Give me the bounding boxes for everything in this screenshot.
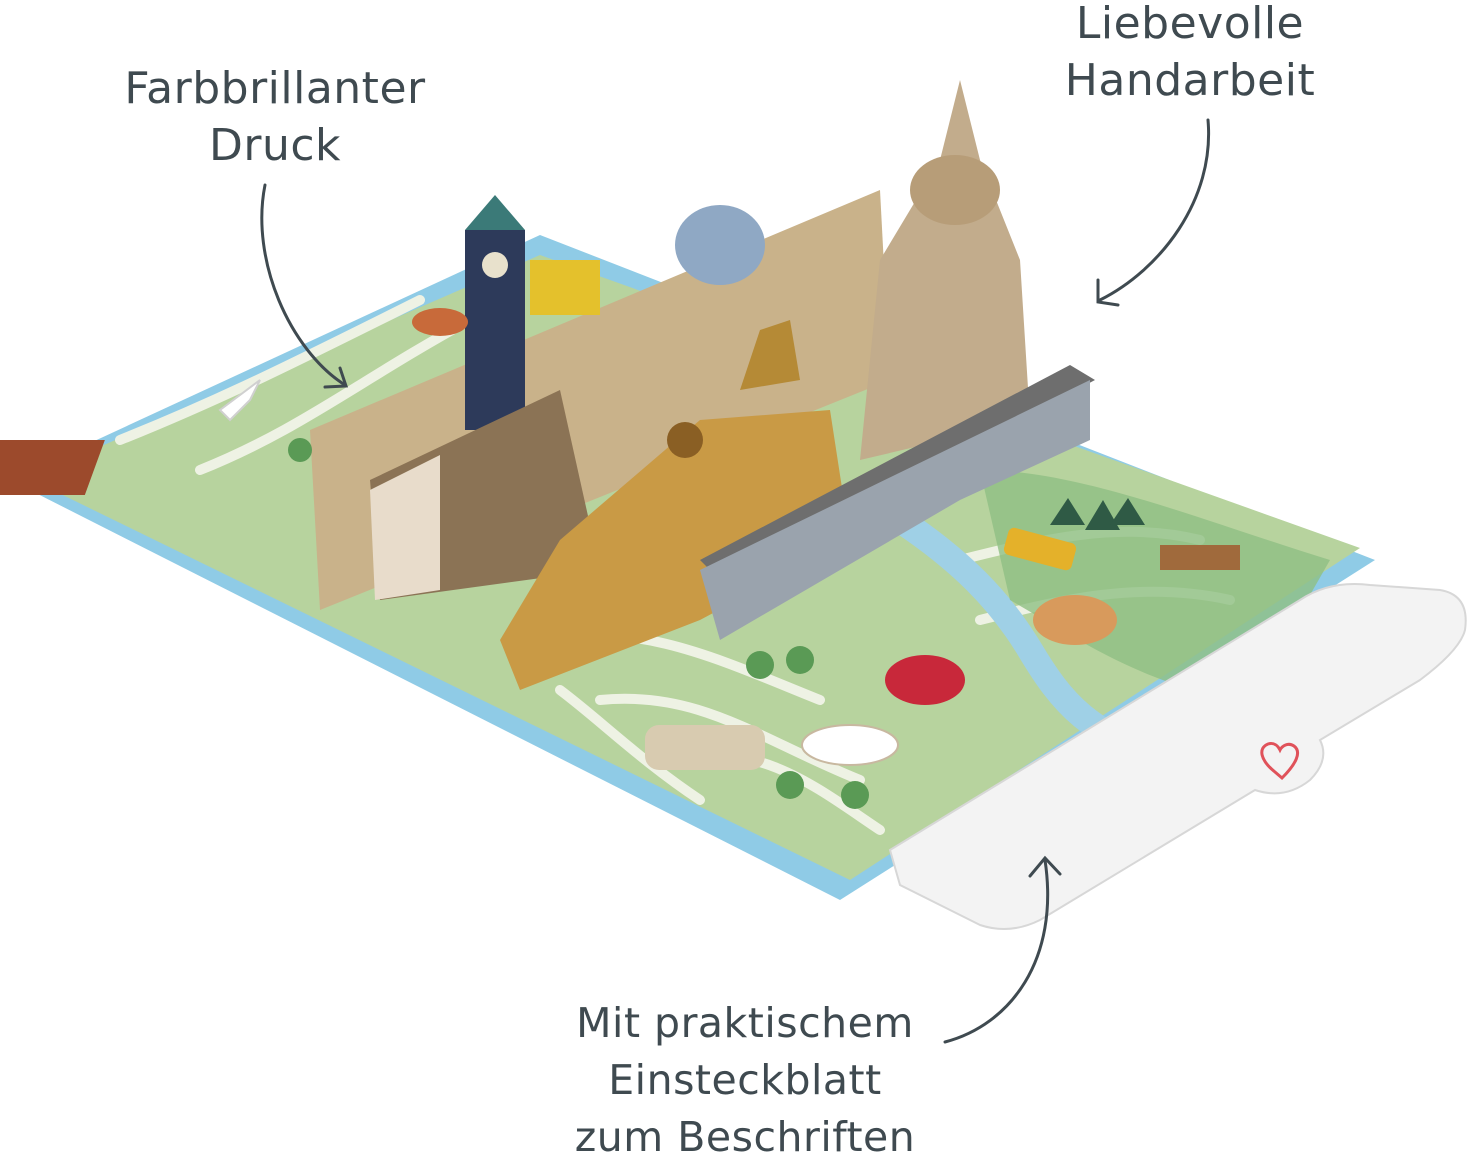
tower-spire bbox=[465, 195, 525, 230]
callout-insert-line1: Mit praktischem bbox=[576, 999, 914, 1047]
statue bbox=[740, 320, 800, 390]
callout-print-line2: Druck bbox=[208, 120, 342, 171]
arrow-handmade bbox=[1098, 118, 1211, 302]
forest bbox=[1050, 498, 1145, 530]
dancing-couple-icon bbox=[885, 655, 965, 705]
arrow-print bbox=[260, 183, 347, 387]
tower-clock bbox=[482, 252, 508, 278]
arrow-handmade-head bbox=[1096, 278, 1120, 307]
map-trees bbox=[288, 438, 869, 809]
porcelain-bowl-icon bbox=[412, 308, 468, 336]
cake-plate-icon bbox=[801, 724, 899, 766]
heraldic-banner bbox=[530, 260, 600, 315]
arrow-insert bbox=[943, 858, 1050, 1044]
callout-color-print: Farbbrillanter Druck bbox=[100, 60, 450, 174]
funicular-icon bbox=[1160, 545, 1240, 570]
callout-insert-sheet: Mit praktischem Einsteckblatt zum Beschr… bbox=[540, 995, 950, 1166]
wine-glass-icon bbox=[218, 379, 261, 422]
callout-insert-line2: Einsteckblatt bbox=[608, 1056, 882, 1104]
callout-handmade: Liebevolle Handarbeit bbox=[1040, 0, 1340, 109]
frauenkirche bbox=[860, 80, 1030, 460]
callout-insert-line3: zum Beschriften bbox=[574, 1113, 916, 1161]
tram-icon bbox=[1003, 527, 1077, 571]
arrow-print-head bbox=[323, 366, 349, 389]
callout-arrows bbox=[260, 118, 1211, 1044]
frauenkirche-dome bbox=[910, 155, 1000, 225]
callout-handmade-line2: Handarbeit bbox=[1064, 55, 1316, 106]
callout-handmade-line1: Liebevolle bbox=[1075, 0, 1305, 49]
old-town-house bbox=[370, 455, 440, 600]
heart-icon bbox=[1260, 742, 1299, 781]
museum-dome bbox=[675, 205, 765, 285]
callout-print-line1: Farbbrillanter bbox=[124, 63, 426, 114]
stollen-icon bbox=[1033, 595, 1117, 645]
arrow-insert-head bbox=[1028, 855, 1062, 878]
gallery-room-icon bbox=[0, 440, 105, 495]
semper-opera bbox=[500, 410, 850, 690]
trabant-car-icon bbox=[645, 725, 765, 770]
insert-sheet bbox=[888, 583, 1467, 930]
augustus-bridge-arches bbox=[700, 380, 1090, 640]
opera-window bbox=[667, 422, 703, 458]
